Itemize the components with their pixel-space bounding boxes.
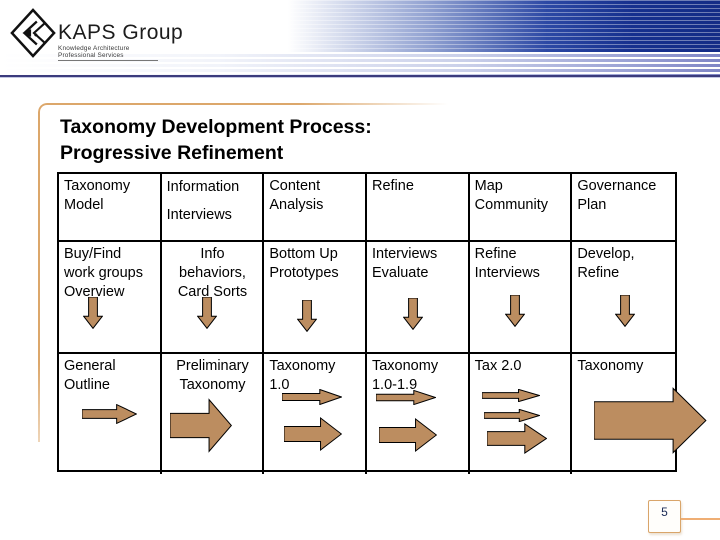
activity-label: Interviews Evaluate: [371, 246, 438, 282]
down-arrow-icon: [403, 298, 423, 330]
table-activity-cell: Develop, Refine: [572, 242, 675, 354]
process-table: Taxonomy Model Information Interviews Co…: [57, 172, 677, 474]
logo-name: KAPS Group: [58, 21, 184, 44]
activity-label: Buy/Find work groups Overview: [64, 246, 143, 301]
table-header-cell: Content Analysis: [264, 174, 367, 242]
header-divider-line: [0, 75, 720, 78]
header-label: Map Community: [474, 178, 548, 214]
down-arrow-icon: [297, 300, 317, 332]
page-title: Taxonomy Development Process: Progressiv…: [60, 115, 372, 166]
content-frame-border: [38, 103, 460, 442]
kaps-group-logo: KAPS Group Knowledge Architecture Profes…: [10, 8, 183, 61]
header-label: Refine: [371, 178, 414, 194]
table-activity-cell: Buy/Find work groups Overview: [59, 242, 162, 354]
header-label: Taxonomy Model: [64, 178, 131, 214]
activity-label: Refine Interviews: [474, 246, 540, 282]
header-gradient-band: [0, 0, 720, 52]
table-header-cell: Refine: [366, 174, 470, 242]
table-header-cell: Information Interviews: [161, 174, 265, 242]
right-arrow-icon: [378, 418, 437, 452]
activity-label: Info behaviors, Card Sorts: [177, 246, 248, 301]
down-arrow-icon: [83, 297, 103, 329]
logo-tagline: Knowledge Architecture Professional Serv…: [58, 45, 158, 61]
right-arrow-icon: [282, 389, 342, 405]
output-label: Taxonomy 1.0-1.9: [371, 358, 439, 394]
right-arrow-icon: [169, 398, 232, 453]
table-header-cell: Governance Plan: [572, 174, 675, 242]
table-output-cell: Taxonomy 1.0: [264, 354, 367, 474]
page-title-line1: Taxonomy Development Process:: [60, 116, 372, 138]
header-label: Governance Plan: [577, 178, 657, 214]
output-label: General Outline: [64, 358, 116, 394]
down-arrow-icon: [615, 295, 635, 327]
page-number: 5: [661, 505, 668, 519]
output-label: Tax 2.0: [474, 358, 522, 374]
big-right-arrow-icon: [594, 387, 707, 454]
table-output-cell: Preliminary Taxonomy: [162, 354, 265, 474]
table-header-cell: Taxonomy Model: [59, 174, 162, 242]
table-output-cell: Taxonomy 1.0-1.9: [367, 354, 470, 474]
page-number-box: 5: [648, 500, 681, 533]
table-activity-cell: Bottom Up Prototypes: [264, 242, 367, 354]
right-arrow-icon: [284, 417, 342, 451]
table-output-cell: General Outline: [59, 354, 162, 474]
right-arrow-icon: [481, 389, 540, 402]
right-arrow-icon: [483, 409, 540, 422]
footer-accent-line: [681, 518, 720, 520]
right-arrow-icon: [486, 423, 547, 454]
right-arrow-icon: [375, 390, 436, 405]
kaps-diamond-logo-icon: [10, 8, 56, 58]
header-stripe-band: [0, 52, 720, 75]
down-arrow-icon: [197, 297, 217, 329]
activity-label: Develop, Refine: [577, 246, 635, 282]
table-output-cell: Taxonomy: [572, 354, 675, 474]
output-label: Preliminary Taxonomy: [176, 358, 249, 394]
right-arrow-icon: [82, 404, 137, 424]
table-activity-cell: Info behaviors, Card Sorts: [161, 242, 265, 354]
down-arrow-icon: [505, 295, 525, 327]
table-output-cell: Tax 2.0: [470, 354, 573, 474]
output-label: Taxonomy 1.0: [269, 358, 336, 394]
logo-text-block: KAPS Group Knowledge Architecture Profes…: [58, 22, 183, 61]
table-activity-cell: Refine Interviews: [469, 242, 573, 354]
header-label: Information Interviews: [166, 179, 240, 224]
table-header-cell: Map Community: [469, 174, 573, 242]
page-title-line2: Progressive Refinement: [60, 141, 284, 164]
table-activity-cell: Interviews Evaluate: [366, 242, 470, 354]
activity-label: Bottom Up Prototypes: [269, 246, 339, 282]
output-label: Taxonomy: [577, 358, 644, 374]
header-label: Content Analysis: [269, 178, 324, 214]
